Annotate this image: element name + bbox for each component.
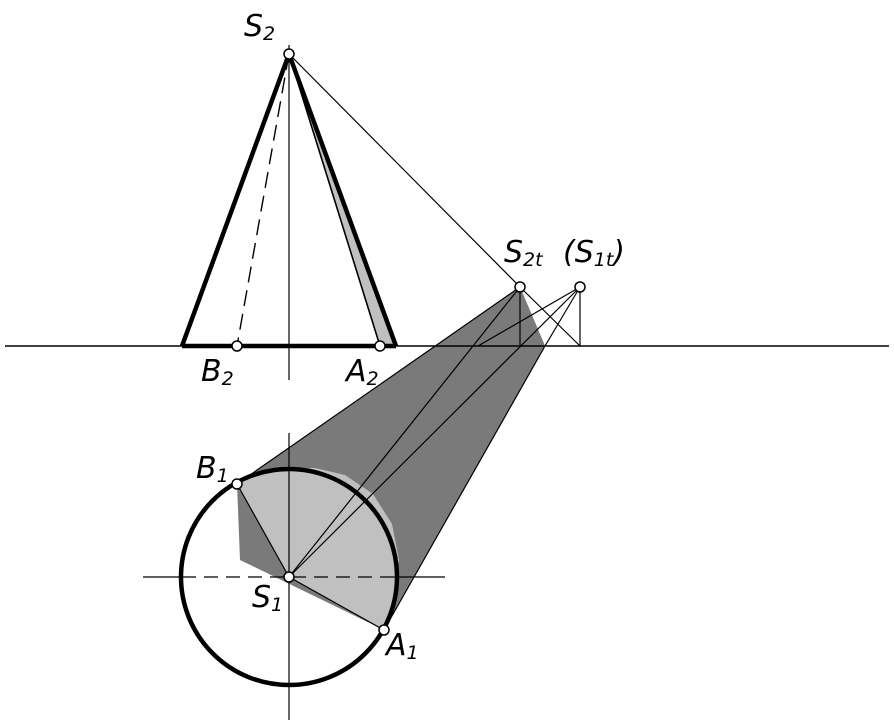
label-b2-main: B	[201, 354, 222, 389]
label-a1-sub: 1	[407, 642, 419, 664]
point-s2-marker	[283, 48, 295, 60]
cone-right-outline	[286, 53, 399, 347]
label-b2-sub: 2	[222, 368, 234, 390]
label-s2t-sub: 2t	[523, 249, 544, 271]
label-s1t: (S1t)	[563, 235, 625, 271]
edge-s1-b1	[236, 483, 290, 578]
point-a1-marker	[378, 624, 390, 636]
edge-a1-shadow	[383, 345, 546, 631]
label-b2: B2	[201, 354, 234, 390]
ray-s1-to-s2t	[288, 286, 521, 578]
ray-s2-to-s2t	[288, 53, 521, 288]
label-a2: A2	[344, 354, 379, 390]
label-s1-sub: 1	[271, 594, 283, 616]
cone-left-outline	[179, 53, 292, 347]
label-a1: A1	[384, 628, 419, 664]
label-b1-sub: 1	[217, 465, 229, 487]
point-b2-marker	[231, 340, 243, 352]
point-s2t-marker	[514, 281, 526, 293]
point-b1-marker	[231, 478, 243, 490]
label-s2t-main: S	[504, 235, 523, 270]
label-s2-sub: 2	[263, 23, 275, 45]
ray-s1t-left	[477, 286, 581, 347]
hidden-generatrix-s2-b2	[236, 53, 290, 347]
label-s1: S1	[252, 580, 283, 616]
ray-s1t-mid	[544, 286, 581, 347]
point-s1-marker	[283, 571, 295, 583]
ray-s1-to-s1t	[288, 286, 581, 578]
edge-b1-s2t	[236, 286, 521, 485]
label-a2-main: A	[344, 354, 367, 389]
cone-base-circle	[178, 466, 400, 688]
label-b1-main: B	[196, 451, 217, 486]
edge-s1-a1	[288, 576, 385, 631]
label-s1t-open: (S	[563, 235, 594, 270]
label-s2t: S2t	[504, 235, 544, 271]
point-s1t-marker	[574, 281, 586, 293]
label-s1t-sub: 1t	[594, 249, 615, 271]
point-a2-marker	[374, 340, 386, 352]
label-a2-sub: 2	[367, 368, 379, 390]
label-s2: S2	[244, 9, 275, 45]
generatrix-s2-a2	[288, 53, 381, 347]
ray-s2t-s1t-diag	[519, 286, 581, 347]
label-s1t-close: )	[611, 235, 625, 270]
label-a1-main: A	[384, 628, 407, 663]
label-b1: B1	[196, 451, 229, 487]
label-s2-main: S	[244, 9, 263, 44]
label-s1-main: S	[252, 580, 271, 615]
cast-shadow-vertical-plane	[478, 287, 545, 346]
